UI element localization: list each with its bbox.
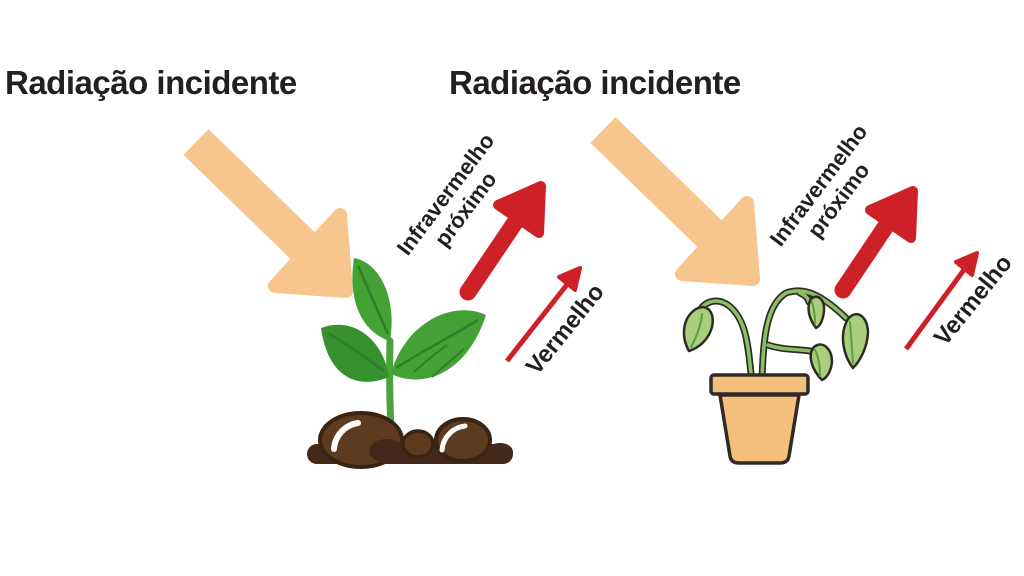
red-arrow-left — [505, 266, 582, 363]
incident-radiation-arrow-right — [590, 117, 760, 286]
stone-highlight — [439, 423, 468, 453]
wilted-leaf-middle — [809, 343, 834, 382]
soil-stone — [401, 429, 435, 459]
leaf-right — [391, 310, 486, 380]
leaf-vein — [413, 344, 465, 378]
soil-stone — [434, 417, 492, 463]
incident-radiation-arrow-left — [183, 129, 353, 298]
wilted-leaf-right — [841, 313, 870, 370]
red-arrow-right — [903, 251, 979, 351]
wilted-plant-illustration — [682, 287, 870, 465]
healthy-plant-illustration — [307, 258, 513, 469]
wilted-stems — [697, 289, 848, 384]
pot-body — [717, 393, 802, 465]
leaf-vein — [327, 331, 385, 373]
incident-radiation-title-left: Radiação incidente — [5, 64, 297, 101]
wilted-leaf-veins — [690, 301, 854, 377]
pot-rim — [709, 373, 810, 396]
near-infrared-arrow-left — [459, 181, 546, 301]
near-infrared-arrow-right — [834, 186, 918, 299]
incident-radiation-title-right: Radiação incidente — [449, 64, 741, 101]
leaf-vein — [356, 265, 390, 335]
soil-clump — [369, 439, 405, 463]
leaf-vein — [395, 318, 479, 370]
wilted-leaf-top — [807, 295, 826, 330]
stone-highlight — [331, 420, 361, 452]
soil-clump — [487, 443, 513, 461]
soil-mound — [307, 411, 513, 469]
